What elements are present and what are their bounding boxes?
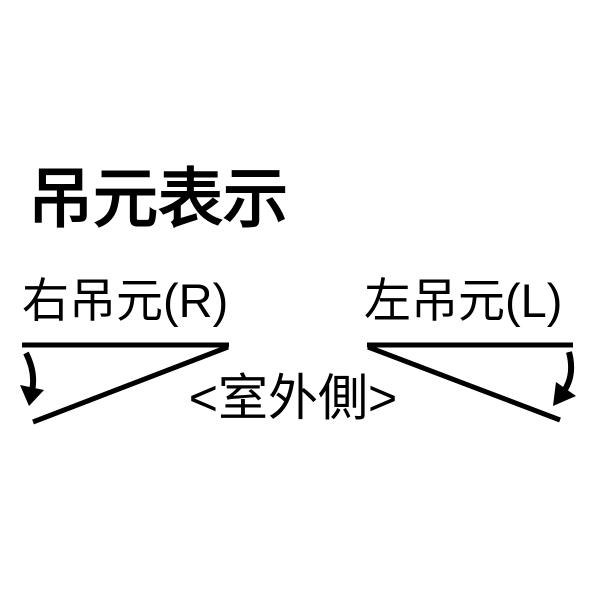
swing-arrow-head [20, 385, 44, 406]
swing-direction-arrow-left-icon [20, 351, 44, 406]
page-title: 吊元表示 [28, 162, 289, 235]
right-hinge-open-door-line [32, 344, 229, 425]
right-hinge-swing-diagram [20, 342, 229, 425]
swing-arrow-shaft [23, 351, 37, 392]
right-hinge-label: 右吊元(R) [22, 274, 229, 327]
outdoor-side-label: <室外側> [188, 370, 398, 426]
swing-arrow-shaft [561, 351, 575, 393]
left-hinge-label: 左吊元(L) [364, 274, 563, 327]
left-hinge-open-door-line [367, 344, 561, 423]
swing-arrow-head [553, 382, 576, 406]
left-hinge-swing-diagram [367, 342, 576, 423]
swing-direction-arrow-right-icon [553, 351, 576, 406]
